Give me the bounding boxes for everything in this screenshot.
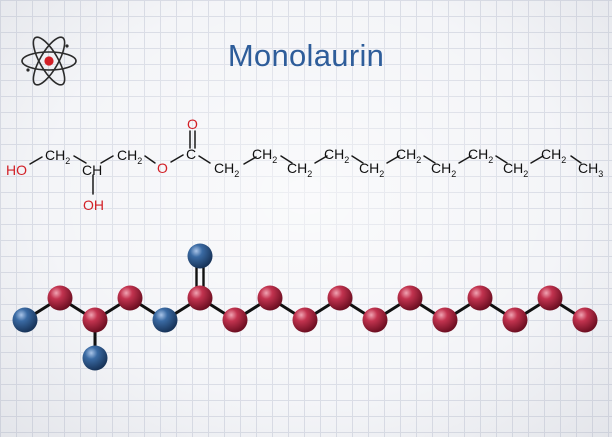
carbon-ball (327, 285, 353, 311)
oxygen-ball (12, 307, 38, 333)
carbon-ball (222, 307, 248, 333)
carbon-ball (187, 285, 213, 311)
carbon-ball (467, 285, 493, 311)
carbon-ball (82, 307, 108, 333)
atom-c13: CH2 (503, 160, 528, 179)
atom-c9: CH2 (359, 160, 384, 179)
oxygen-ball (152, 307, 178, 333)
atom-icon (21, 36, 77, 86)
atom-c10: CH2 (396, 146, 421, 165)
carbon-ball (47, 285, 73, 311)
carbon-ball (502, 307, 528, 333)
page-title: Monolaurin (227, 38, 385, 73)
oxygen-ball (187, 243, 213, 269)
carbon-ball (292, 307, 318, 333)
formula-bonds (29, 130, 582, 195)
atom-c15: CH3 (578, 160, 603, 179)
atom-c12: CH2 (468, 146, 493, 165)
atom-c8: CH2 (324, 146, 349, 165)
atom-c11: CH2 (431, 160, 456, 179)
atom-c14: CH2 (541, 146, 566, 165)
carbon-ball (572, 307, 598, 333)
atom-c3: CH2 (117, 147, 142, 166)
carbon-ball (362, 307, 388, 333)
carbon-ball (537, 285, 563, 311)
atom-c1: CH2 (45, 147, 70, 166)
atom-oh: OH (83, 197, 104, 213)
atom-c5: CH2 (214, 160, 239, 179)
carbon-ball (117, 285, 143, 311)
oxygen-ball (82, 345, 108, 371)
atom-o-ester: O (157, 160, 168, 176)
atom-c-carbonyl: C (186, 146, 196, 162)
carbon-ball (432, 307, 458, 333)
atom-ho: HO (6, 162, 27, 178)
atom-c7: CH2 (287, 160, 312, 179)
atom-o-carbonyl: O (187, 116, 198, 132)
atom-c2: CH (82, 162, 102, 178)
atom-c6: CH2 (252, 146, 277, 165)
carbon-ball (257, 285, 283, 311)
carbon-ball (397, 285, 423, 311)
